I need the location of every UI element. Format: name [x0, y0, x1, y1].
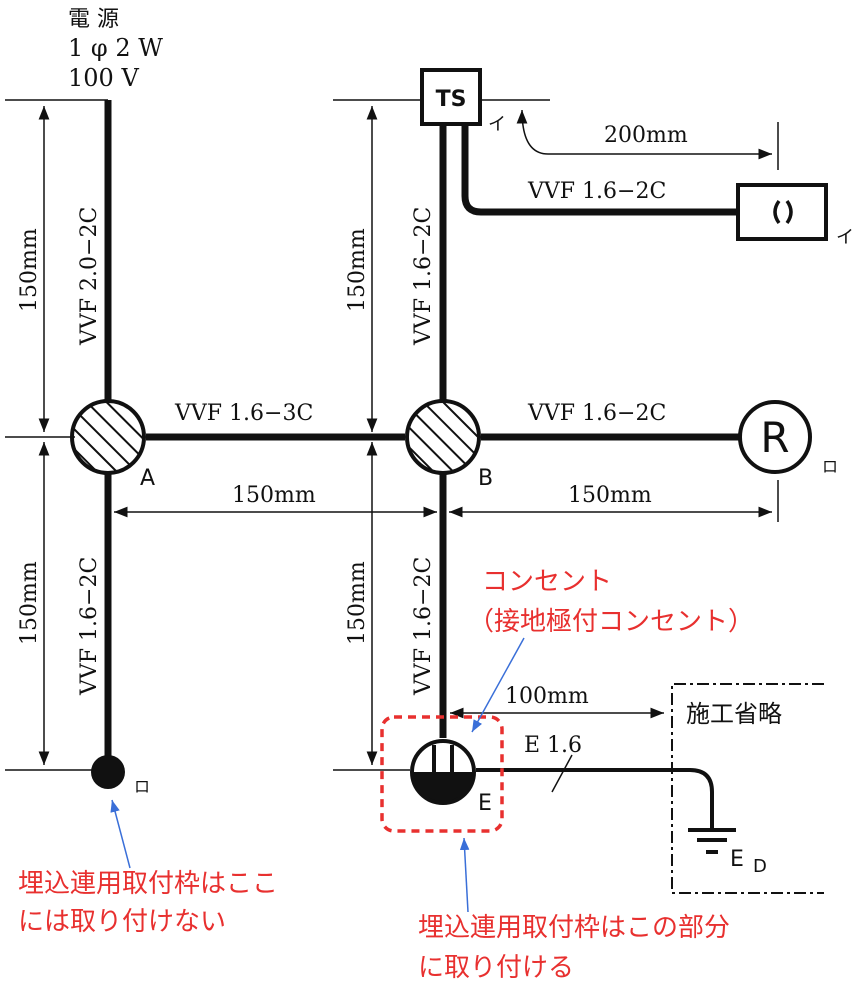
receptacle-lamp-mark: イ: [836, 227, 854, 248]
annotation-outlet-sub: （接地極付コンセント）: [468, 607, 754, 637]
annotation-arrows: [110, 637, 525, 913]
arrow-not-here: [110, 799, 131, 869]
power-source-line3: 100 V: [68, 64, 139, 92]
junction-box-b-label: B: [478, 466, 493, 491]
terminal-point-ro: ロ: [91, 755, 150, 796]
omitted-area-label: 施工省略: [686, 700, 782, 728]
earth-wire-mark: [551, 754, 573, 793]
dim-label-mid-bottom: 150mm: [345, 561, 370, 645]
reference-lines: [5, 99, 779, 771]
annotations: コンセント （接地極付コンセント） 埋込連用取付枠はここ には取り付けない 埋込…: [18, 567, 754, 983]
junction-box-b: B: [405, 399, 493, 491]
ground-label: E: [730, 847, 744, 872]
cable-label-b-up: VVF 1.6−2C: [411, 207, 436, 346]
timer-switch: TS イ: [420, 68, 506, 135]
annotation-not-here-line2: には取り付けない: [18, 907, 226, 937]
power-source-line1: 電 源: [68, 7, 119, 32]
cable-ts-to-lamp: [461, 124, 740, 216]
cables: [104, 100, 740, 757]
grounded-outlet-e: E: [410, 739, 492, 816]
cable-labels: VVF 2.0−2C VVF 1.6−2C VVF 1.6−2C VVF 1.6…: [77, 179, 666, 758]
terminal-point-mark: ロ: [134, 777, 150, 796]
arrow-here: [459, 837, 470, 913]
dim-label-ts-to-lamp: 200mm: [604, 123, 688, 148]
power-source-label: 電 源 1 φ 2 W 100 V: [68, 7, 163, 92]
annotation-not-here-line1: 埋込連用取付枠はここ: [18, 869, 278, 899]
timer-switch-mark: イ: [488, 114, 506, 135]
cable-label-left-bottom: VVF 1.6−2C: [77, 557, 102, 696]
dim-ts-to-lamp: [516, 109, 772, 160]
outlet-box-e-label: E: [478, 791, 492, 816]
power-source-line2: 1 φ 2 W: [68, 34, 163, 62]
junction-box-a-label: A: [140, 466, 155, 491]
dim-label-mid-top: 150mm: [345, 228, 370, 312]
timer-switch-label: TS: [436, 87, 467, 112]
lamp-r: R ロ: [738, 400, 838, 476]
mounting-frame-highlight: [380, 715, 504, 833]
dim-label-outlet-to-ground: 100mm: [505, 684, 589, 709]
cable-label-a-to-b: VVF 1.6−3C: [174, 401, 313, 426]
receptacle-lamp: イ: [736, 183, 854, 248]
ground-sub-label: D: [753, 856, 767, 877]
cable-label-left-top: VVF 2.0−2C: [77, 207, 102, 346]
cable-label-b-down: VVF 1.6−2C: [411, 557, 436, 696]
lamp-r-label: R: [760, 413, 789, 462]
junction-box-a: A: [70, 399, 155, 491]
earth-wire: [476, 768, 714, 828]
omitted-area-border: [671, 683, 824, 894]
annotation-outlet-title: コンセント: [482, 567, 612, 597]
cable-label-earth: E 1.6: [524, 733, 582, 758]
cable-label-b-to-r: VVF 1.6−2C: [527, 401, 666, 426]
dimension-lines: [38, 106, 772, 765]
annotation-here-line2: に取り付ける: [418, 953, 574, 983]
lamp-r-switch-mark: ロ: [822, 457, 838, 476]
dim-label-left-top: 150mm: [17, 228, 42, 312]
ground-symbol-icon: E D: [688, 828, 767, 877]
arrow-outlet: [471, 637, 525, 733]
cable-label-ts-to-lamp: VVF 1.6−2C: [527, 179, 666, 204]
dim-label-a-to-b: 150mm: [232, 483, 316, 508]
dim-label-left-bottom: 150mm: [17, 561, 42, 645]
dimension-labels: 150mm 150mm 150mm 150mm 150mm 150mm 200m…: [17, 123, 688, 709]
annotation-here-line1: 埋込連用取付枠はこの部分: [418, 913, 730, 943]
dim-label-b-to-r: 150mm: [568, 483, 652, 508]
